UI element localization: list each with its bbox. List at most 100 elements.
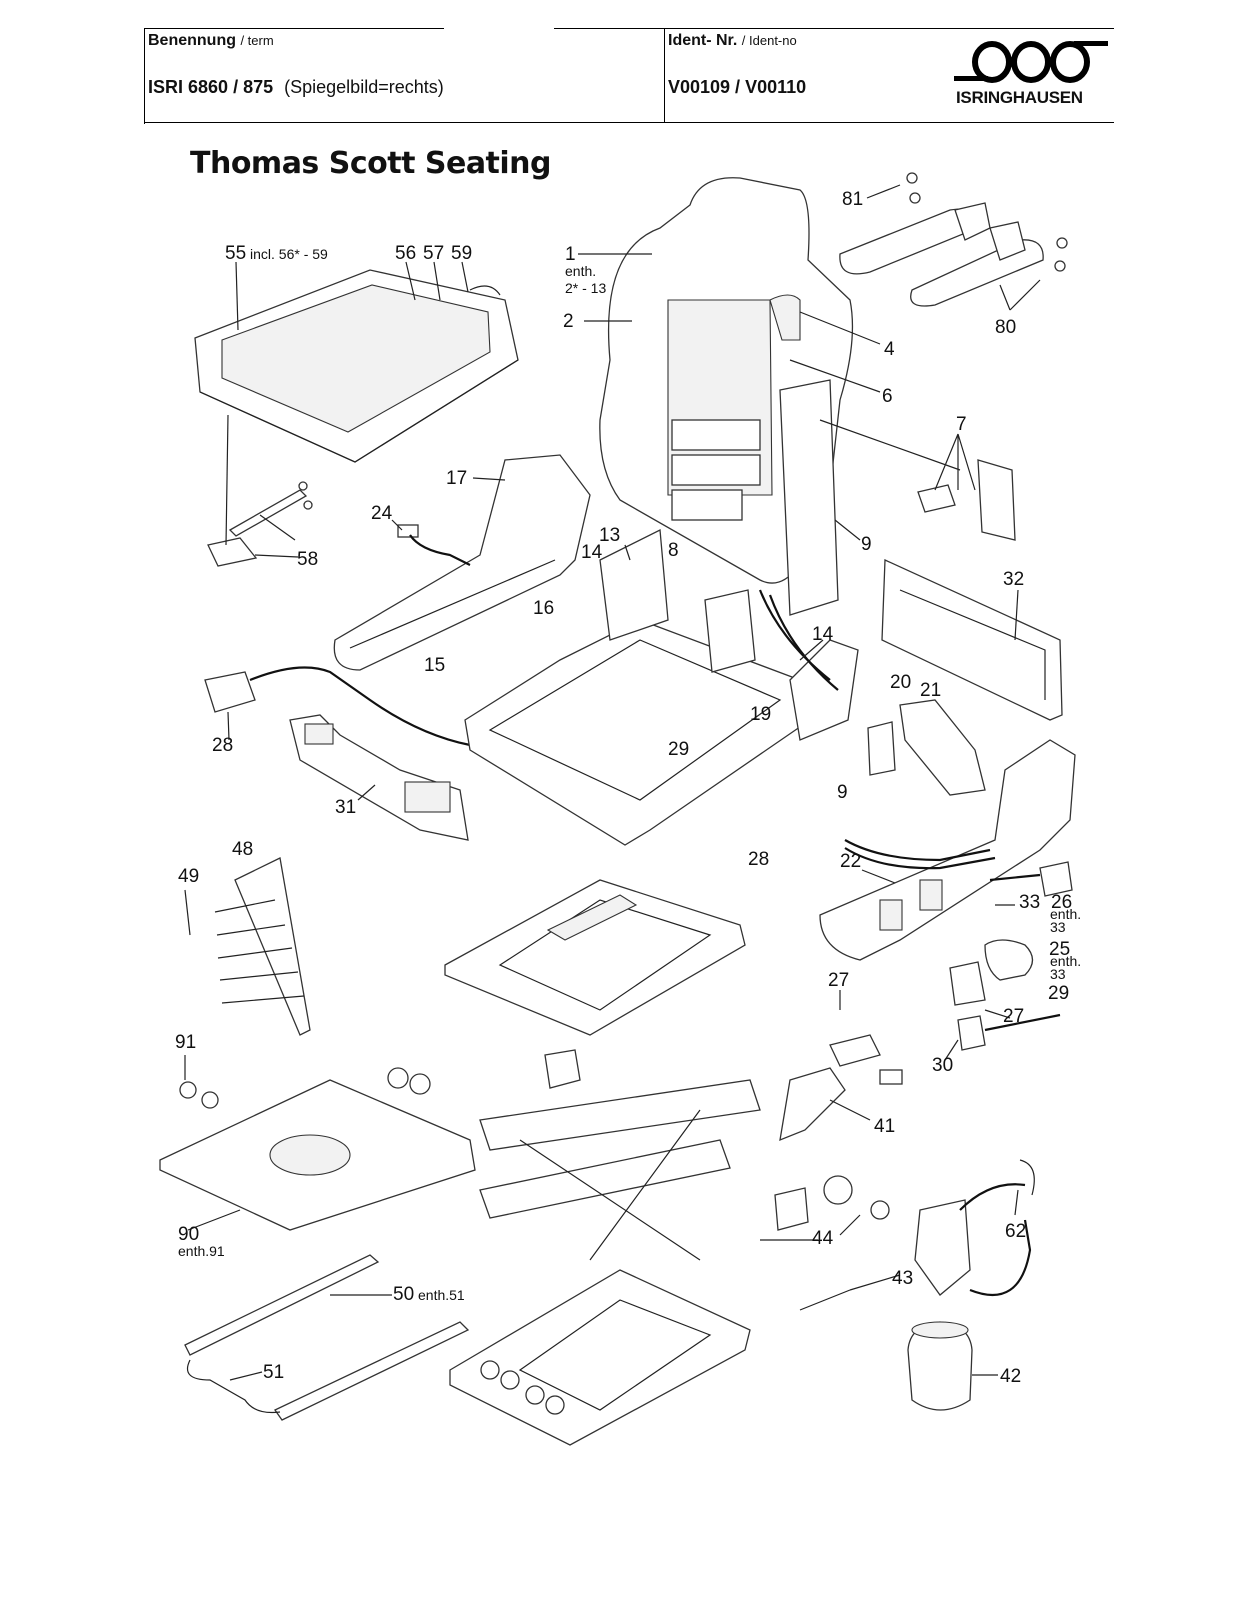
- callout-80: 80: [995, 317, 1016, 338]
- title-block-bottom-rule: [144, 122, 1114, 123]
- part-armrests: [839, 172, 1068, 307]
- part-wiring-harness: [758, 589, 1041, 882]
- part-height-lever: [774, 1175, 971, 1311]
- callout-50-note: enth.51: [418, 1287, 465, 1303]
- title-block-left-rule: [144, 28, 145, 124]
- title-block-divider: [664, 28, 665, 123]
- callout-7: 7: [956, 414, 967, 435]
- callout-22: 22: [840, 851, 861, 872]
- ident-label: Ident- Nr. / Ident-no: [668, 32, 797, 50]
- model-strong: ISRI 6860: [148, 77, 229, 97]
- callout-56: 56: [395, 243, 416, 264]
- callout-9-lower: 9: [837, 782, 848, 803]
- callout-20: 20: [890, 672, 911, 693]
- callout-2: 2: [563, 311, 574, 332]
- title-block-top-rule-right: [554, 28, 1114, 29]
- callout-26: 26: [1051, 892, 1072, 913]
- callout-59: 59: [451, 243, 472, 264]
- callout-24: 24: [371, 503, 393, 524]
- model-rest: / 875: [233, 77, 274, 97]
- callout-43: 43: [892, 1268, 913, 1289]
- callout-27-lower: 27: [1003, 1006, 1024, 1027]
- part-switch-covers: [949, 861, 1073, 1051]
- part-side-shield: [289, 714, 469, 841]
- callout-28-right: 28: [748, 849, 769, 870]
- callout-26-ref: 33: [1050, 919, 1066, 935]
- part-switch-cable: [397, 524, 471, 566]
- callout-labels: 55 incl. 56* - 59 56 57 59 1 enth. 2* - …: [175, 189, 1081, 1387]
- ident-value: V00109 / V00110: [668, 77, 807, 97]
- callout-50: 50: [393, 1284, 414, 1305]
- part-base-plate: [449, 1269, 751, 1446]
- callout-8: 8: [668, 540, 679, 561]
- part-handle-58: [207, 481, 313, 567]
- callout-13: 13: [599, 525, 620, 546]
- term-label-en: / term: [240, 33, 274, 48]
- callout-6: 6: [882, 386, 893, 407]
- callout-4: 4: [884, 339, 895, 360]
- model-note: (Spiegelbild=rechts): [284, 77, 444, 97]
- callout-21: 21: [920, 680, 941, 701]
- callout-25-ref: 33: [1050, 966, 1066, 982]
- callout-58: 58: [297, 549, 318, 570]
- isringhausen-logo: ISRINGHAUSEN: [950, 38, 1112, 110]
- callout-51: 51: [263, 1362, 284, 1383]
- callout-14-left: 14: [581, 542, 603, 563]
- callout-30: 30: [932, 1055, 953, 1076]
- callout-62: 62: [1005, 1221, 1026, 1242]
- part-scissor-suspension: [387, 1049, 761, 1261]
- callout-17: 17: [446, 468, 467, 489]
- callout-48: 48: [232, 839, 253, 860]
- part-air-spring: [907, 1219, 1032, 1411]
- callout-55-note: incl. 56* - 59: [250, 246, 328, 262]
- part-right-mechanism: [867, 699, 986, 796]
- callout-81: 81: [842, 189, 863, 210]
- part-side-cover-right: [819, 739, 1076, 961]
- callout-29-center: 29: [668, 739, 689, 760]
- part-slide-rails: [184, 1254, 470, 1421]
- part-control-28: [204, 666, 471, 747]
- callout-55: 55: [225, 243, 246, 264]
- callout-44: 44: [812, 1228, 834, 1249]
- callout-1: 1: [565, 244, 576, 265]
- part-rear-panel: [881, 559, 1063, 721]
- term-label-de: Benennung: [148, 32, 236, 49]
- callout-25-note: enth.: [1050, 953, 1081, 969]
- callout-42: 42: [1000, 1366, 1021, 1387]
- leader-lines: [184, 184, 1041, 1381]
- callout-15: 15: [424, 655, 445, 676]
- callout-90: 90: [178, 1224, 199, 1245]
- callout-14-right: 14: [812, 624, 834, 645]
- callout-29-right: 29: [1048, 983, 1069, 1004]
- ident-label-de: Ident- Nr.: [668, 32, 738, 49]
- callout-25: 25: [1049, 939, 1070, 960]
- part-seat-cushion: [194, 269, 519, 463]
- title-block-top-rule-left: [144, 28, 444, 29]
- callout-1-range: 2* - 13: [565, 280, 606, 296]
- callout-41: 41: [874, 1116, 895, 1137]
- isringhausen-logo-mark: [954, 41, 1108, 83]
- part-damper: [779, 1034, 903, 1142]
- callout-57: 57: [423, 243, 444, 264]
- callout-19: 19: [750, 704, 771, 725]
- callout-91: 91: [175, 1032, 196, 1053]
- term-label: Benennung / term: [148, 32, 274, 50]
- part-seat-frame: [464, 528, 859, 846]
- model-designation: ISRI 6860 / 875 (Spiegelbild=rechts): [148, 77, 444, 98]
- callout-9-upper: 9: [861, 534, 872, 555]
- callout-90-note: enth.91: [178, 1243, 225, 1259]
- callout-49: 49: [178, 866, 199, 887]
- part-recliner-mechanism: [779, 379, 1016, 616]
- part-swivel-slide: [159, 1079, 476, 1231]
- brand-title: Thomas Scott Seating: [190, 146, 552, 181]
- title-block: Benennung / term ISRI 6860 / 875 (Spiege…: [0, 0, 1236, 130]
- callout-31: 31: [335, 797, 356, 818]
- callout-28-left: 28: [212, 735, 233, 756]
- callout-27-upper: 27: [828, 970, 849, 991]
- logo-text: ISRINGHAUSEN: [956, 88, 1083, 107]
- callout-32: 32: [1003, 569, 1024, 590]
- part-bellows: [214, 857, 311, 1036]
- ident-label-en: / Ident-no: [741, 33, 797, 48]
- part-side-cover-left: [333, 454, 591, 671]
